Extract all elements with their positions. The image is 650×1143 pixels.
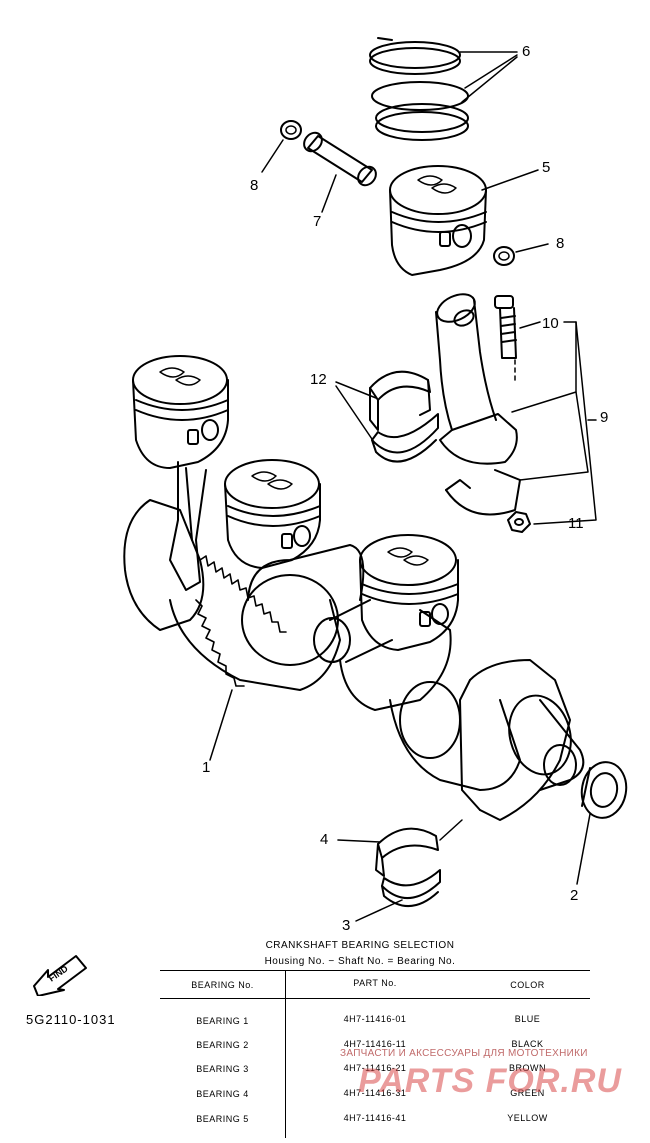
color-cell: BLACK [511,1039,544,1049]
callout-9: 9 [600,409,609,426]
watermark-logo-text: PARTS FOR.RU [358,1062,622,1098]
crankshaft-assembly [123,355,585,821]
watermark-tagline: ЗАПЧАСТИ И АКСЕССУАРЫ ДЛЯ МОТОТЕХНИКИ [340,1048,588,1059]
bearing-selection-table: BEARING No. PART No. COLOR BEARING 1 4H7… [160,970,590,1138]
piston-exploded [389,165,487,276]
color-cell: BROWN [509,1063,546,1073]
circlip-left [280,120,302,140]
callout-6: 6 [522,43,531,60]
diagram-code: 5G2110-1031 [26,1012,116,1027]
table-header-bearing: BEARING No. [191,980,254,990]
bearing-cell: BEARING 2 [196,1040,249,1050]
color-cell: YELLOW [507,1113,548,1123]
callout-12: 12 [310,371,327,388]
callout-8-left: 8 [250,177,259,194]
table-subtitle: Housing No. − Shaft No. = Bearing No. [264,956,456,967]
rod-bearing-halves [369,370,439,463]
callout-10: 10 [542,315,559,332]
callout-11: 11 [568,515,584,532]
part-cell: 4H7-11416-11 [343,1039,407,1049]
connecting-rod-exploded [435,293,531,533]
oil-seal [580,761,628,819]
color-cell: GREEN [510,1088,545,1098]
bearing-cell: BEARING 1 [196,1016,249,1026]
crankshaft-exploded-diagram [123,37,628,922]
callout-5: 5 [542,159,551,176]
main-bearing-halves [375,827,441,908]
bearing-cell: BEARING 4 [196,1089,249,1099]
table-header-part: PART No. [353,978,397,988]
callout-1: 1 [202,759,211,776]
part-cell: 4H7-11416-21 [343,1063,407,1073]
part-cell: 4H7-11416-31 [343,1088,407,1098]
callout-7: 7 [313,213,322,230]
bearing-cell: BEARING 5 [196,1114,249,1124]
callout-4: 4 [320,831,329,848]
callout-3: 3 [342,917,351,934]
piston-pin [303,131,377,187]
callout-8-right: 8 [556,235,565,252]
color-cell: BLUE [514,1014,541,1024]
part-cell: 4H7-11416-41 [343,1113,407,1123]
piston-rings [369,37,469,141]
part-cell: 4H7-11416-01 [343,1014,407,1024]
bearing-cell: BEARING 3 [196,1064,249,1074]
table-title: CRANKSHAFT BEARING SELECTION [265,940,455,951]
watermark: ЗАПЧАСТИ И АКСЕССУАРЫ ДЛЯ МОТОТЕХНИКИ PA… [340,1048,640,1098]
find-arrow-icon: FIND [33,955,87,996]
callout-2: 2 [570,887,579,904]
watermark-logo: PARTS FOR.RU [358,1062,622,1098]
table-header-color: COLOR [510,980,545,990]
circlip-right [493,246,515,266]
